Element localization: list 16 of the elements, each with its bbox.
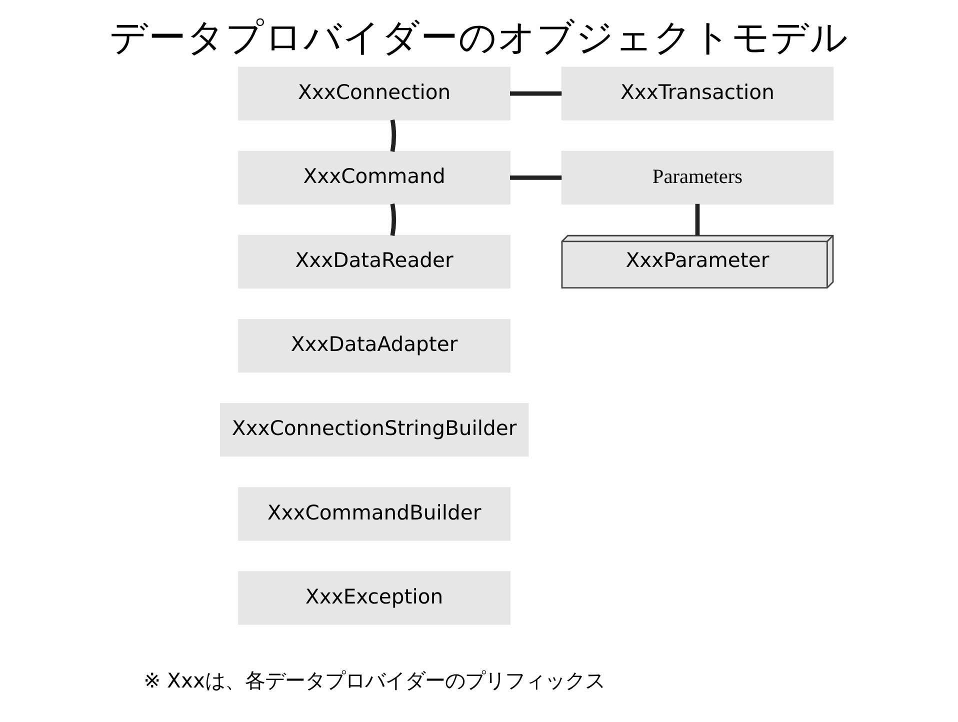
node-box: XxxConnection — [238, 66, 511, 120]
connector — [390, 120, 396, 152]
node-box: XxxException — [238, 571, 511, 625]
diagram-title: データプロバイダーのオブジェクトモデル — [110, 14, 848, 59]
node-box: Parameters — [561, 150, 834, 204]
node-box: XxxTransaction — [561, 66, 834, 120]
label: ※ Xxxは、各データプロバイダーのプリフィックス — [144, 668, 605, 692]
connector — [695, 204, 700, 236]
connector — [510, 175, 562, 180]
connector — [510, 91, 562, 96]
node-box: XxxCommandBuilder — [238, 487, 511, 541]
connector — [390, 204, 396, 236]
node-box: XxxConnectionStringBuilder — [220, 403, 529, 457]
node-box: XxxDataAdapter — [238, 318, 511, 373]
node-box: XxxCommand — [238, 150, 511, 204]
node-box: XxxDataReader — [238, 234, 511, 289]
